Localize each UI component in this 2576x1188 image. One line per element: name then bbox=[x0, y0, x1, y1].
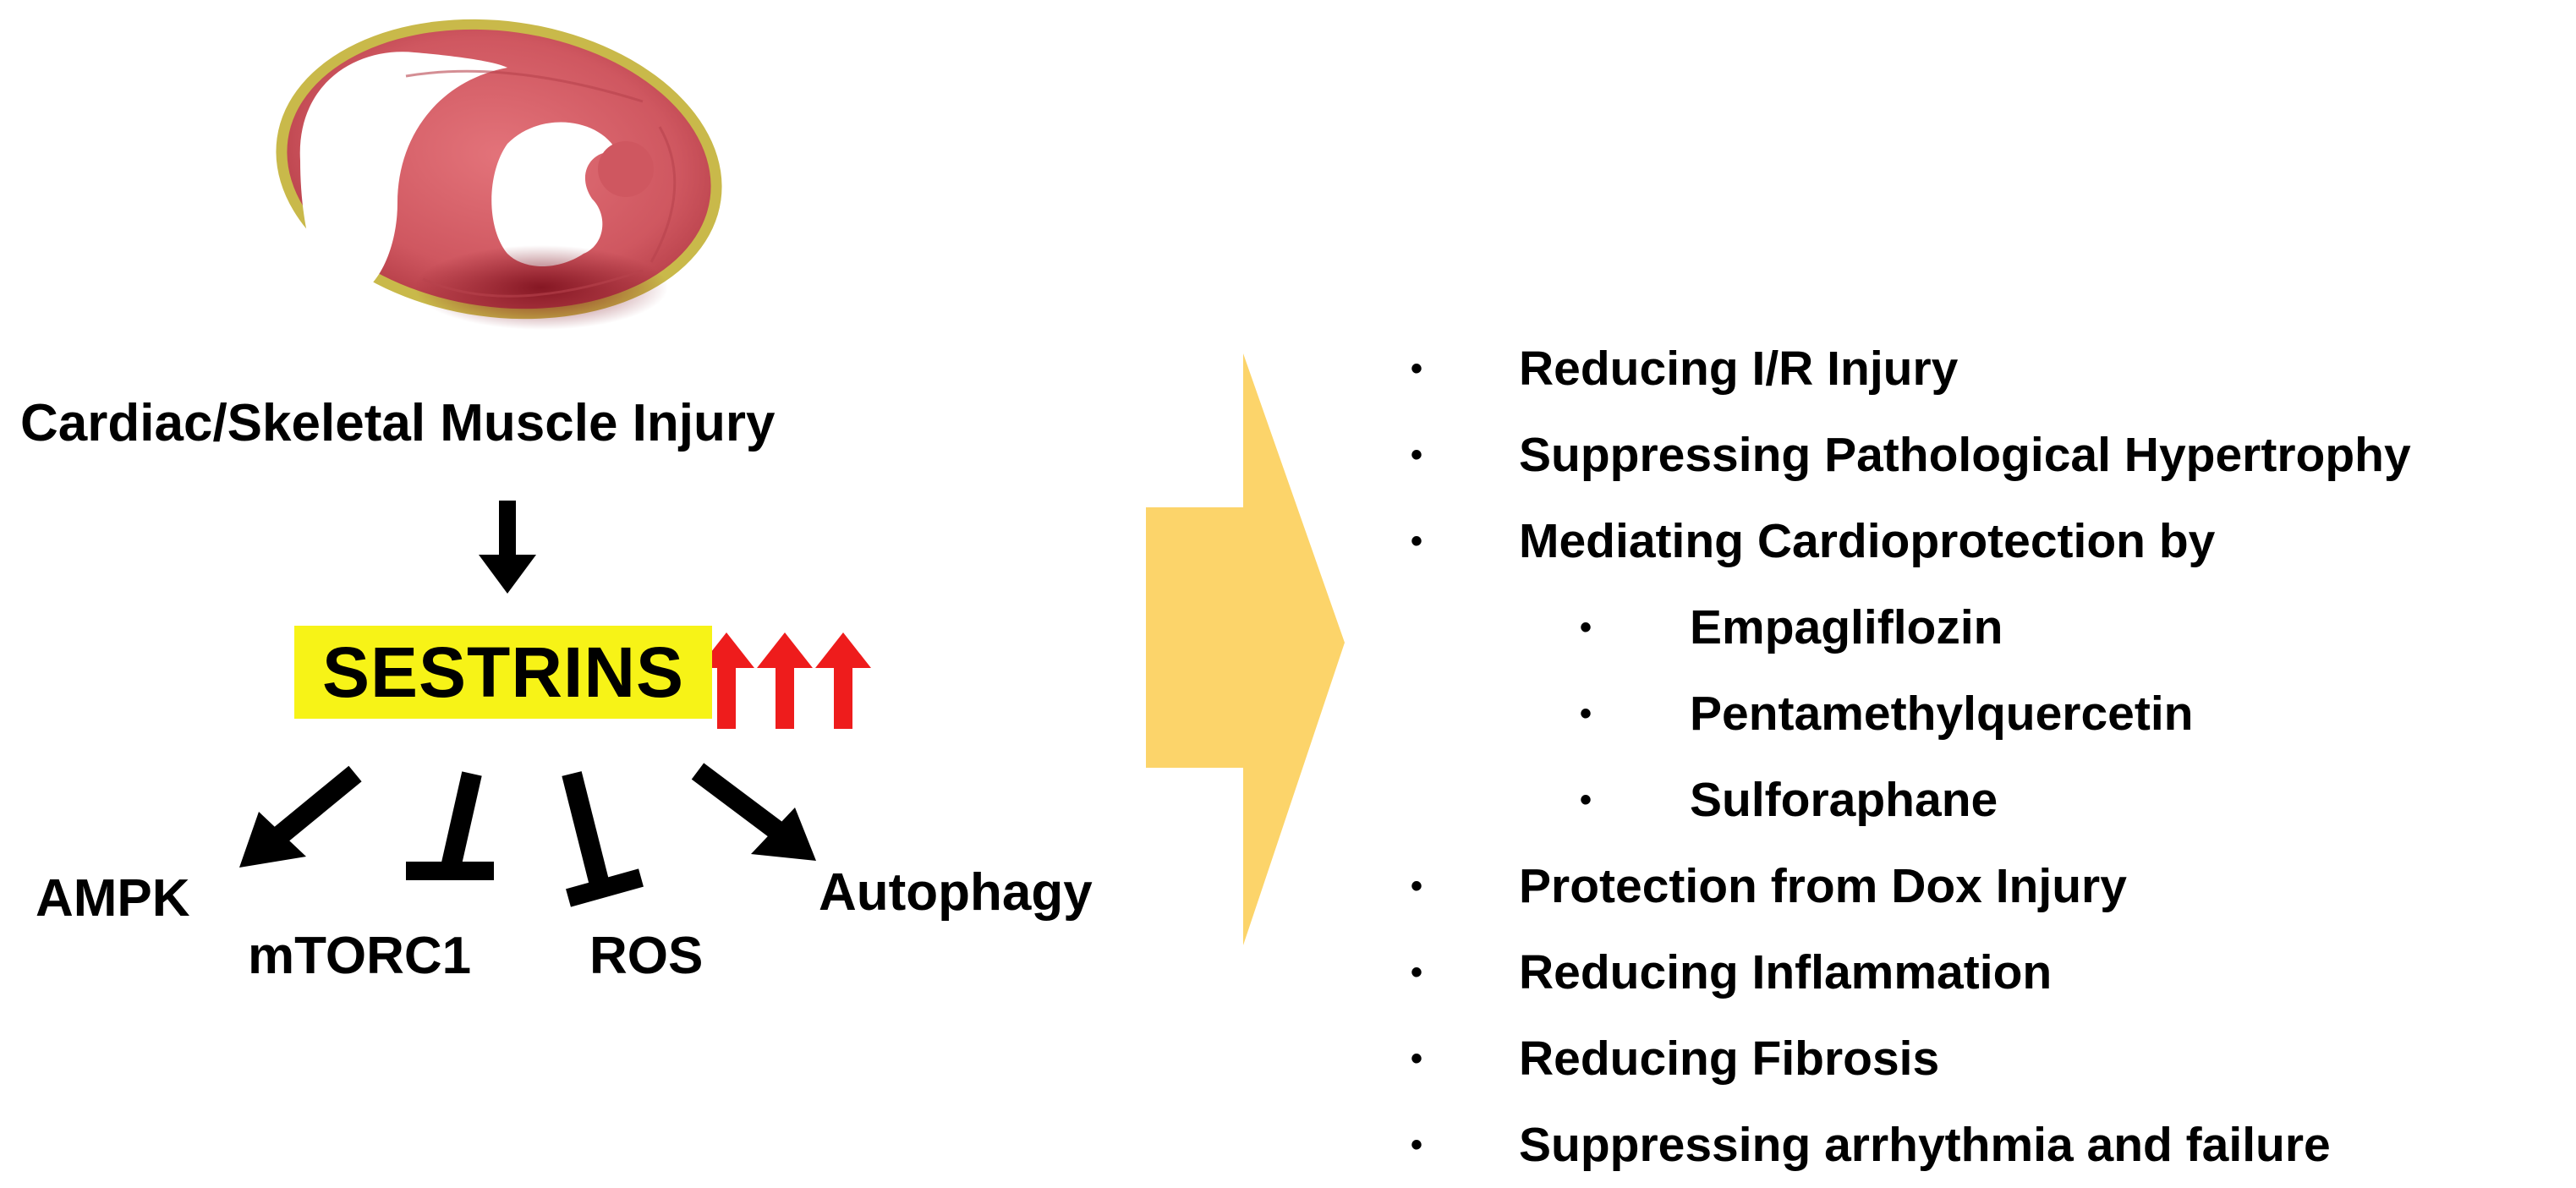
injury-label: Cardiac/Skeletal Muscle Injury bbox=[20, 394, 776, 452]
bullet-icon: • bbox=[1411, 1040, 1423, 1077]
bullet-icon: • bbox=[1411, 1126, 1423, 1163]
bullet-icon: • bbox=[1580, 609, 1592, 646]
mtorc1-inhibition-line bbox=[406, 771, 494, 880]
autophagy-activation-arrow bbox=[691, 763, 816, 861]
sestrins-label: SESTRINS bbox=[294, 626, 712, 719]
diagram-canvas bbox=[239, 19, 1345, 945]
triple-up-arrow-icon bbox=[699, 632, 871, 729]
heart-cross-section-image bbox=[276, 19, 722, 330]
bullet-icon: • bbox=[1580, 695, 1592, 732]
bullet-icon: • bbox=[1411, 868, 1423, 905]
target-mtorc1: mTORC1 bbox=[248, 927, 472, 985]
chevron-arrow-shape bbox=[1146, 353, 1345, 945]
ros-inhibition-line bbox=[562, 771, 644, 907]
bullet-icon: • bbox=[1411, 523, 1423, 560]
target-ampk: AMPK bbox=[36, 869, 190, 928]
ampk-activation-arrow bbox=[239, 765, 362, 868]
target-ros: ROS bbox=[589, 927, 704, 985]
bullet-icon: • bbox=[1411, 954, 1423, 991]
bullet-icon: • bbox=[1411, 436, 1423, 474]
injury-to-sestrins-arrow bbox=[479, 501, 536, 594]
target-autophagy: Autophagy bbox=[819, 863, 1093, 922]
bullet-icon: • bbox=[1411, 350, 1423, 387]
bullet-icon: • bbox=[1580, 781, 1592, 818]
